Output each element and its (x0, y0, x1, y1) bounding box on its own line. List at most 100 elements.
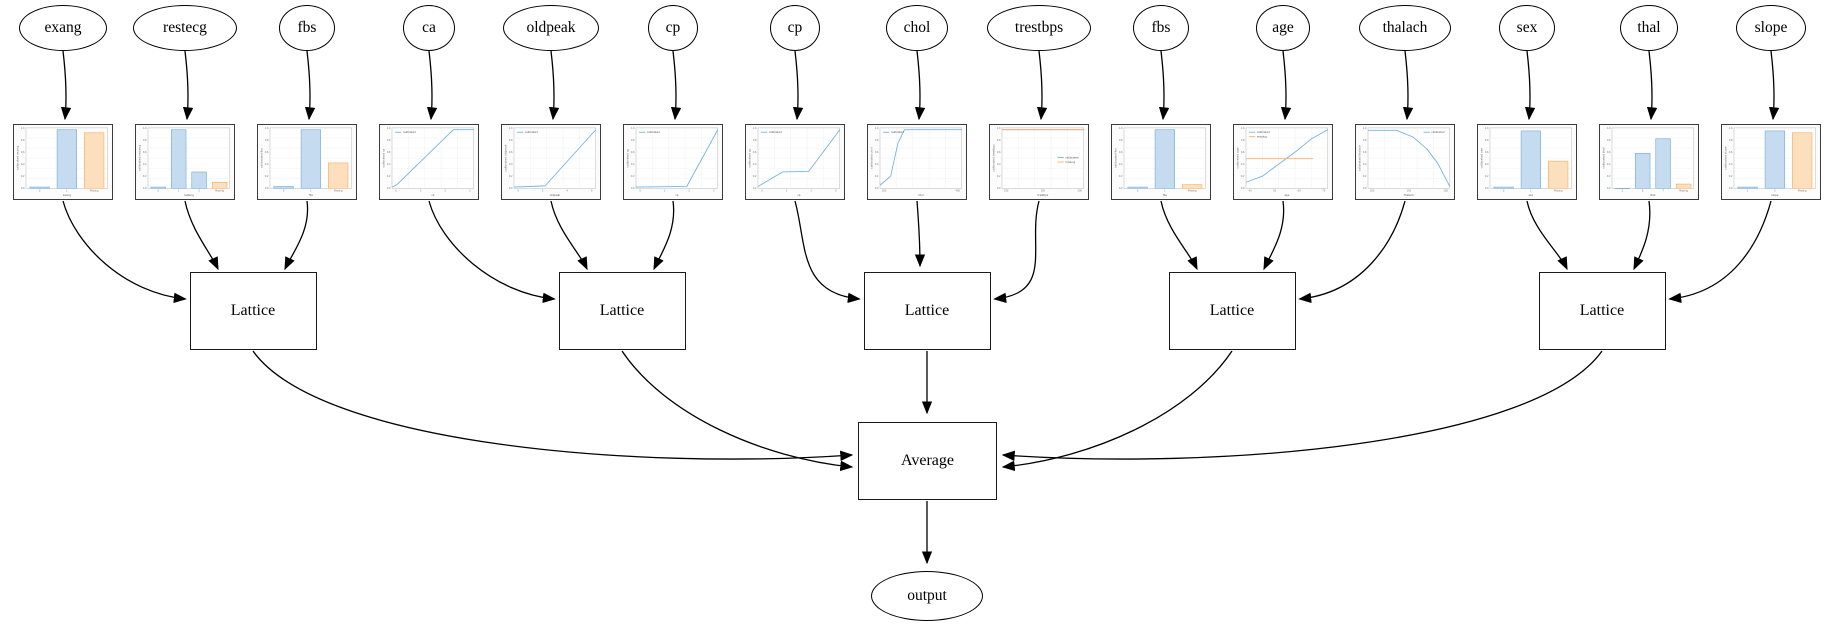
bar (1182, 184, 1203, 189)
x-tick-label: 2 (444, 189, 446, 192)
feature-node-label: thal (1637, 19, 1661, 36)
y-tick-label: 0.0 (1241, 187, 1245, 190)
y-tick-label: 1.0 (1607, 127, 1611, 130)
x-tick-label: 7 (1662, 189, 1664, 192)
calibrated-line (879, 129, 962, 186)
x-tick-label: 100 (1370, 189, 1375, 192)
y-axis-label: calibrated exang (16, 146, 20, 171)
feature-node-fbs: fbs (279, 5, 335, 51)
feature-node-label: age (1272, 19, 1294, 36)
y-tick-label: 0.2 (143, 175, 147, 178)
y-tick-label: 0.6 (143, 151, 147, 154)
bar (150, 186, 166, 189)
y-tick-label: 0.4 (387, 163, 391, 166)
feature-node-fbs: fbs (1133, 5, 1189, 51)
edge-arrow (1160, 200, 1198, 271)
y-tick-label: 0.8 (631, 139, 635, 142)
legend-label: calibrated (1065, 155, 1078, 159)
bar (1737, 186, 1758, 189)
bar (84, 132, 105, 189)
x-tick-label: 0 (395, 189, 397, 192)
x-tick-label: 1 (1530, 189, 1532, 192)
y-tick-label: 0.8 (875, 139, 879, 142)
y-tick-label: 0.4 (265, 163, 269, 166)
lattice-node: Lattice (189, 272, 317, 350)
y-tick-label: 0.4 (1607, 163, 1611, 166)
y-tick-label: 0.0 (1729, 187, 1733, 190)
y-tick-label: 0.0 (387, 187, 391, 190)
calibrated-line (513, 129, 597, 188)
feature-node-label: thalach (1382, 19, 1428, 36)
edge-arrow (653, 200, 675, 271)
feature-node-label: restecg (163, 19, 207, 36)
y-tick-label: 0.4 (631, 163, 635, 166)
y-tick-label: 0.2 (875, 175, 879, 178)
y-tick-label: 0.0 (1485, 187, 1489, 190)
x-tick-label: 3 (1621, 189, 1623, 192)
bar (300, 129, 322, 189)
x-axis-label: oldpeak (550, 193, 561, 197)
y-axis-label: calibrated cp (626, 148, 630, 167)
edge-arrow (993, 200, 1040, 304)
y-axis-label: calibrated thal (1602, 147, 1606, 168)
feature-node-sex: sex (1499, 5, 1555, 51)
edge-arrow (914, 50, 926, 121)
x-tick-label: 40 (1249, 189, 1252, 192)
x-tick-label: 1 (786, 189, 788, 192)
edge-arrow (621, 350, 854, 472)
y-tick-label: 0.4 (1363, 163, 1367, 166)
edge-arrow (1001, 350, 1233, 472)
x-tick-label: 0 (157, 189, 159, 192)
y-tick-label: 0.2 (21, 175, 25, 178)
feature-node-thal: thal (1620, 5, 1678, 51)
y-tick-label: 0.8 (509, 139, 513, 142)
calibrated-line (391, 129, 474, 188)
y-axis-label: calibrated sex (1480, 148, 1484, 169)
x-tick-label: 100 (1004, 189, 1009, 192)
edge-arrow (426, 50, 438, 121)
y-tick-label: 0.2 (1241, 175, 1245, 178)
y-tick-label: 0.0 (753, 187, 757, 190)
edge-arrow (1524, 50, 1536, 121)
y-tick-label: 1.0 (265, 127, 269, 130)
y-tick-label: 0.6 (1119, 151, 1123, 154)
legend-label: missing (1257, 135, 1267, 139)
x-tick-label: 0 (283, 189, 285, 192)
y-tick-label: 0.4 (21, 163, 25, 166)
bar (171, 129, 187, 189)
edge-arrow (1633, 200, 1651, 271)
x-tick-label: 50 (1273, 189, 1276, 192)
y-tick-label: 0.4 (1119, 163, 1123, 166)
y-tick-label: 0.0 (509, 187, 513, 190)
y-tick-label: 0.8 (143, 139, 147, 142)
feature-node-slope: slope (1736, 5, 1806, 51)
y-tick-label: 0.2 (509, 175, 513, 178)
feature-node-label: exang (44, 19, 82, 36)
y-tick-label: 0.8 (387, 139, 391, 142)
y-tick-label: 1.0 (509, 127, 513, 130)
output-node: output (871, 571, 983, 621)
x-tick-label: 2 (542, 189, 544, 192)
y-axis-label: calibrated restecg (138, 145, 142, 171)
y-tick-label: 0.2 (631, 175, 635, 178)
x-axis-label: cp (797, 194, 800, 197)
y-tick-label: 0.4 (1485, 163, 1489, 166)
x-tick-label: 6 (591, 189, 593, 192)
y-tick-label: 0.8 (1607, 139, 1611, 142)
edge-arrow (1768, 50, 1780, 121)
x-tick-label: 1 (1747, 189, 1749, 192)
x-tick-label: 0 (1503, 189, 1505, 192)
